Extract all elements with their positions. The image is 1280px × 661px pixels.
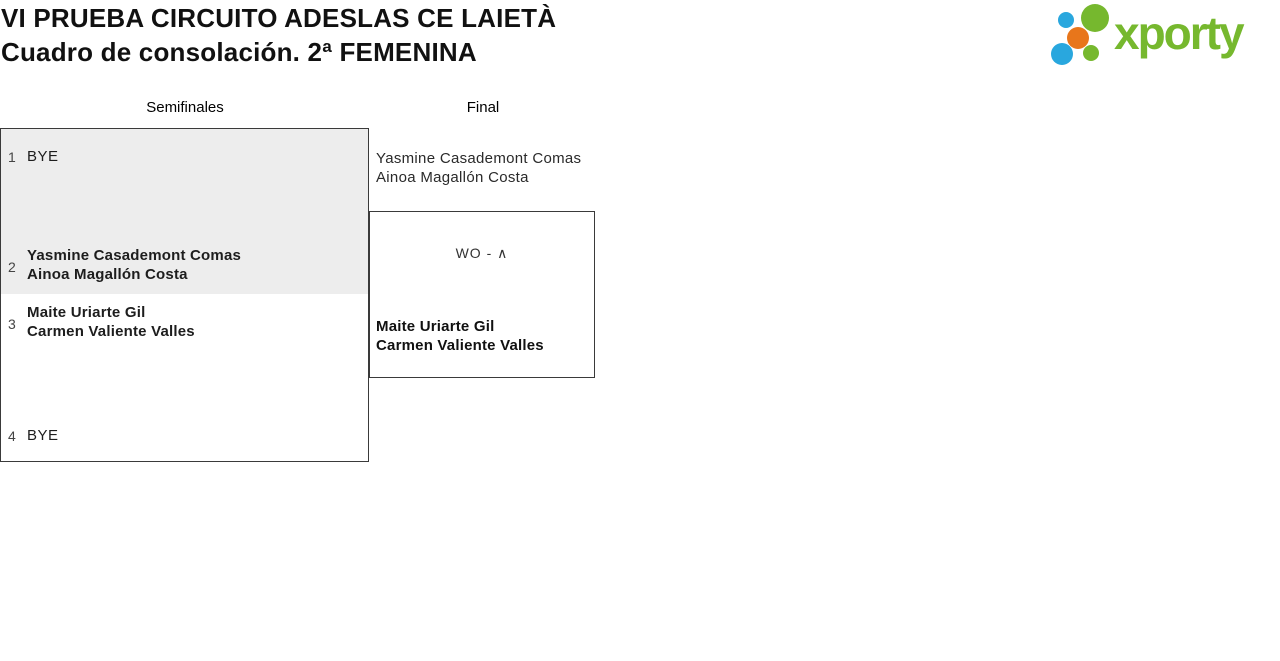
logo-wordmark: xporty <box>1114 7 1245 59</box>
team-player-2: Ainoa Magallón Costa <box>27 266 188 283</box>
bracket-subtitle: Cuadro de consolación. 2ª FEMENINA <box>1 37 477 67</box>
page-title: VI PRUEBA CIRCUITO ADESLAS CE LAIETÀ Cua… <box>1 1 556 69</box>
team-player-1: Yasmine Casademont Comas <box>376 150 582 167</box>
logo-dot-orange-icon <box>1067 27 1089 49</box>
seed-number-3: 3 <box>8 316 16 332</box>
logo-dot-green-small-icon <box>1083 45 1099 61</box>
team-name-slot-3: Maite Uriarte Gil Carmen Valiente Valles <box>27 303 195 341</box>
seed-number-2: 2 <box>8 259 16 275</box>
seed-number-1: 1 <box>8 149 16 165</box>
logo-dot-blue-small-icon <box>1058 12 1074 28</box>
round-header-semifinales: Semifinales <box>146 99 224 116</box>
final-match-box[interactable] <box>369 211 595 378</box>
semifinal-match-1-box[interactable] <box>1 129 368 295</box>
team-player-1: Yasmine Casademont Comas <box>27 247 242 264</box>
team-player-2: Ainoa Magallón Costa <box>376 169 529 186</box>
team-player-1: Maite Uriarte Gil <box>376 318 495 335</box>
team-player-2: Carmen Valiente Valles <box>376 337 544 354</box>
round-header-final: Final <box>466 99 500 116</box>
bye-label-slot-4: BYE <box>27 427 59 444</box>
team-name-slot-2: Yasmine Casademont Comas Ainoa Magallón … <box>27 246 241 284</box>
semifinals-bracket-box <box>0 128 369 462</box>
final-bottom-team-winner: Maite Uriarte Gil Carmen Valiente Valles <box>376 317 598 355</box>
logo-dot-blue-large-icon <box>1051 43 1073 65</box>
tournament-title: VI PRUEBA CIRCUITO ADESLAS CE LAIETÀ <box>1 3 557 33</box>
team-player-1: Maite Uriarte Gil <box>27 304 146 321</box>
seed-number-4: 4 <box>8 428 16 444</box>
logo-dot-green-large-icon <box>1081 4 1109 32</box>
semifinal-match-2-box[interactable] <box>1 294 368 461</box>
xporty-logo[interactable]: xporty <box>1046 0 1278 72</box>
bye-label-slot-1: BYE <box>27 148 59 165</box>
final-top-team: Yasmine Casademont Comas Ainoa Magallón … <box>376 149 598 187</box>
final-score-walkover: WO - ∧ <box>455 245 509 261</box>
team-player-2: Carmen Valiente Valles <box>27 323 195 340</box>
